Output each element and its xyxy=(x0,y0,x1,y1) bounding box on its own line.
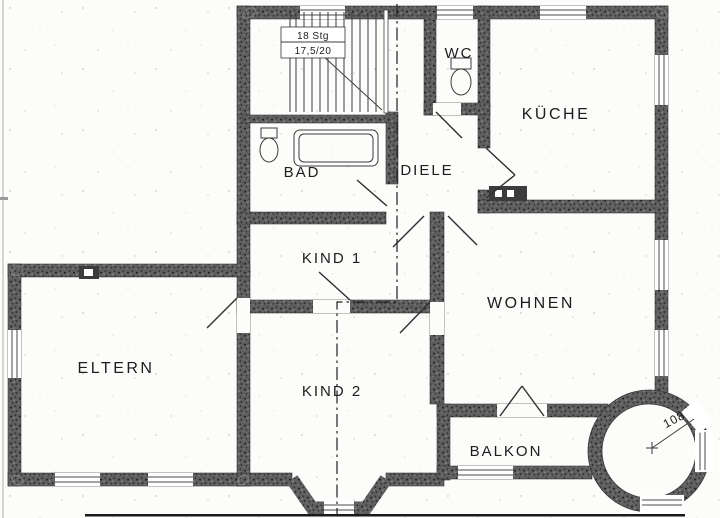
wall-wc-left xyxy=(423,5,437,116)
window-eltern-left xyxy=(8,330,21,378)
bathtub xyxy=(293,129,379,167)
door-openings xyxy=(237,103,547,417)
wall-wc-right xyxy=(477,5,491,116)
window-balkon-parapet xyxy=(458,466,513,479)
window-stair-top xyxy=(300,6,345,19)
room-label-bad: BAD xyxy=(284,164,321,181)
window-kueche-right xyxy=(655,55,668,105)
bay-window-glass xyxy=(324,501,354,514)
radius-line xyxy=(651,418,695,449)
door-diele-wohnen xyxy=(447,215,478,246)
section-line xyxy=(336,4,398,514)
wall-eltern-bottom xyxy=(7,472,251,487)
window-eltern-bottom-2 xyxy=(148,473,193,486)
door-balkon-leaf2 xyxy=(521,385,545,417)
door-kueche-leaf1 xyxy=(485,147,516,176)
tower: 108 xyxy=(587,389,713,513)
margin-tick xyxy=(0,197,8,200)
fixtures xyxy=(79,57,527,279)
window-wc-top xyxy=(437,6,473,19)
tower-window-east xyxy=(695,430,713,472)
window-wohnen-right-2 xyxy=(655,330,668,376)
room-label-eltern: ELTERN xyxy=(78,360,155,377)
door-kind1-kind2 xyxy=(318,271,351,301)
window-kueche-top xyxy=(540,6,586,19)
scan-artifacts xyxy=(0,0,685,518)
room-label-diele: DIELE xyxy=(400,162,453,179)
doors xyxy=(206,111,545,417)
scan-bottom-line xyxy=(85,514,685,517)
opening-balkon xyxy=(497,404,547,417)
tower-window-northeast xyxy=(681,400,713,434)
opening-wohnen-kind2 xyxy=(430,302,444,335)
wall-kind1-top xyxy=(236,211,387,225)
room-label-kind2: KIND 2 xyxy=(302,383,362,400)
stair-ratio-label: 17,5/20 xyxy=(295,46,332,57)
staircase: 18 Stg 17,5/20 xyxy=(280,9,389,114)
room-label-kueche: KÜCHE xyxy=(522,105,591,123)
opening-eltern xyxy=(237,298,250,333)
bay-window xyxy=(286,475,392,515)
bad-toilet xyxy=(259,137,279,163)
door-bad xyxy=(356,179,388,207)
door-diele-kind1 xyxy=(392,215,425,248)
door-kueche-leaf2 xyxy=(485,174,516,199)
door-wc xyxy=(435,111,463,139)
wall-bottom-right xyxy=(385,472,445,487)
wall-kueche-bottom xyxy=(477,199,669,214)
wall-eltern-top xyxy=(7,263,251,278)
windows xyxy=(8,6,668,486)
wall-bad-right xyxy=(385,111,399,185)
room-label-wohnen: WOHNEN xyxy=(487,295,575,312)
door-wohnen-kind2 xyxy=(399,301,431,334)
door-balkon-leaf1 xyxy=(499,385,523,417)
opening-wc xyxy=(433,103,461,115)
room-labels: KÜCHE WC BAD DIELE KIND 1 WOHNEN ELTERN … xyxy=(78,45,591,460)
door-eltern xyxy=(206,297,238,329)
window-wohnen-right-1 xyxy=(655,240,668,290)
room-label-balkon: BALKON xyxy=(470,443,543,460)
wall-bad-top xyxy=(242,114,389,124)
wc-toilet xyxy=(450,68,472,96)
wall-kueche-left-mid xyxy=(477,114,491,149)
room-label-kind1: KIND 1 xyxy=(302,250,362,267)
window-eltern-bottom-1 xyxy=(55,473,100,486)
tower-window-south xyxy=(640,495,684,513)
stair-railing xyxy=(383,9,389,114)
room-label-wc: WC xyxy=(445,45,474,62)
stair-risers-label: 18 Stg xyxy=(297,31,329,42)
opening-kind1-kind2 xyxy=(313,300,350,313)
wall-left-spine xyxy=(236,5,251,487)
